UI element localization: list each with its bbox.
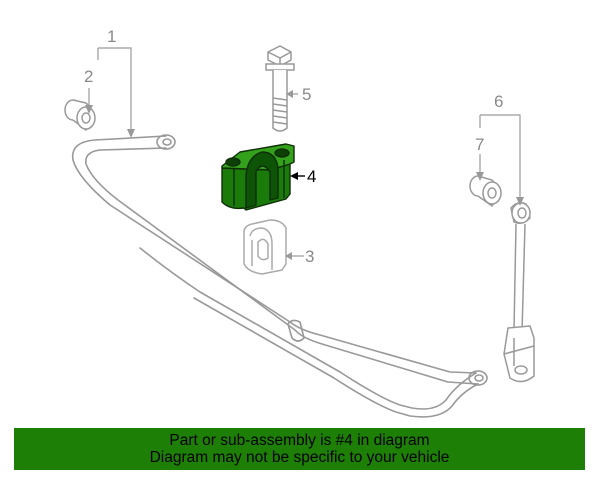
banner-line-1: Part or sub-assembly is #4 in diagram xyxy=(169,432,430,449)
callout-7: 7 xyxy=(475,135,484,154)
callout-4: 4 xyxy=(307,167,316,186)
leader-lines xyxy=(88,47,521,257)
bushing-part-2 xyxy=(64,99,96,132)
leader-arrowheads xyxy=(85,90,524,260)
callout-1: 1 xyxy=(107,27,116,46)
bolt-part-5 xyxy=(265,45,295,132)
bushing-part-3 xyxy=(243,219,287,275)
callout-6: 6 xyxy=(494,92,503,111)
parts-diagram: 1 2 3 4 5 6 7 xyxy=(64,27,535,418)
banner-line-2: Diagram may not be specific to your vehi… xyxy=(149,449,450,466)
callout-5: 5 xyxy=(302,85,311,104)
part-info-banner: Part or sub-assembly is #4 in diagram Di… xyxy=(14,428,585,470)
bracket-part-4 xyxy=(221,143,295,211)
callout-3: 3 xyxy=(305,247,314,266)
callout-2: 2 xyxy=(84,67,93,86)
stabilizer-link-part-6 xyxy=(503,201,535,383)
bushing-part-7 xyxy=(469,175,502,208)
leader-line-part-4 xyxy=(290,172,305,180)
stabilizer-bar xyxy=(71,134,488,418)
